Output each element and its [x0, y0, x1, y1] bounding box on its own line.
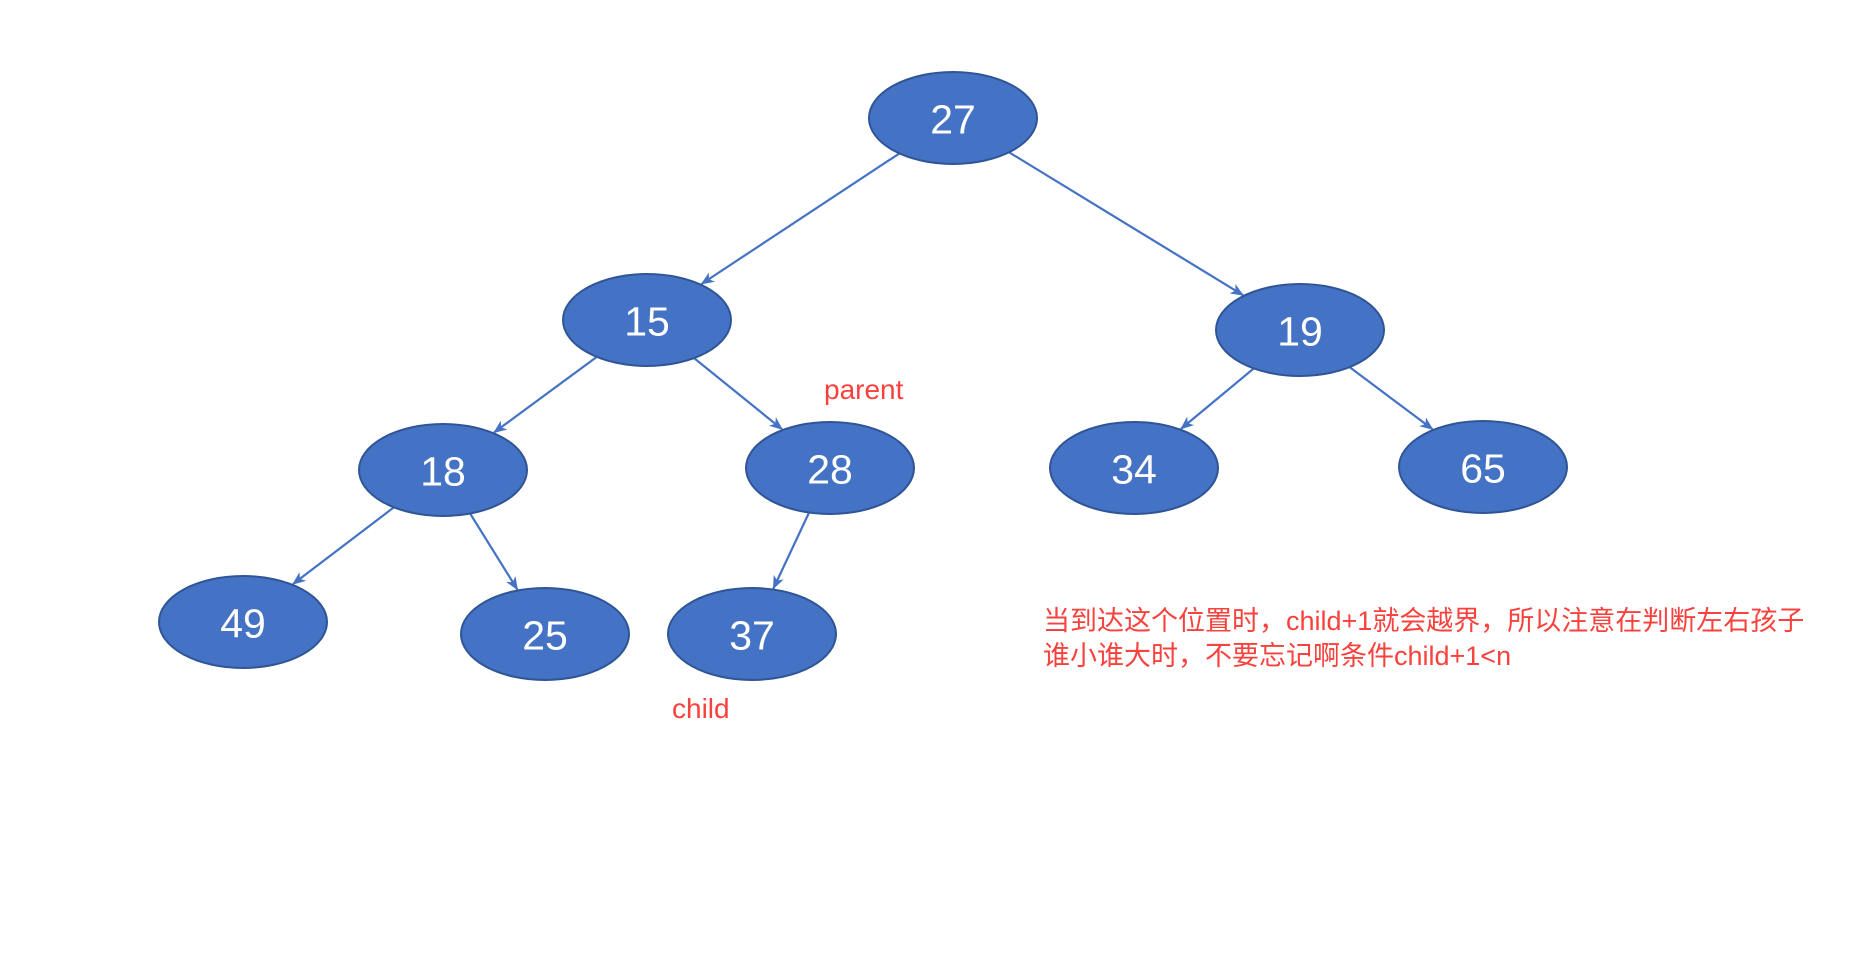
edge-27-19 [1008, 151, 1244, 297]
node-ellipse-49 [158, 575, 328, 669]
tree-node-65: 65 [1398, 420, 1568, 514]
node-value-27: 27 [930, 97, 976, 143]
node-ellipse-34 [1049, 421, 1219, 515]
child-label: child [672, 693, 730, 724]
node-value-18: 18 [420, 449, 466, 495]
node-ellipse-19 [1215, 283, 1385, 377]
edge-19-65 [1348, 366, 1434, 431]
edge-18-25 [469, 512, 519, 591]
parent-label: parent [824, 374, 904, 405]
node-ellipse-15 [562, 273, 732, 367]
tree-node-25: 25 [460, 587, 630, 681]
tree-node-37: 37 [667, 587, 837, 681]
edge-27-15 [700, 152, 901, 285]
edge-18-49 [292, 506, 395, 585]
node-value-49: 49 [220, 601, 266, 647]
annotation-line-1: 当到达这个位置时，child+1就会越界，所以注意在判断左右孩子 [1043, 606, 1805, 636]
node-ellipse-25 [460, 587, 630, 681]
annotation-line-2: 谁小谁大时，不要忘记啊条件child+1<n [1043, 641, 1512, 671]
node-value-65: 65 [1460, 446, 1506, 492]
tree-node-18: 18 [358, 423, 528, 517]
tree-node-15: 15 [562, 273, 732, 367]
tree-node-34: 34 [1049, 421, 1219, 515]
edge-15-18 [493, 356, 598, 434]
node-ellipse-28 [745, 421, 915, 515]
tree-node-28: 28 [745, 421, 915, 515]
node-value-28: 28 [807, 447, 853, 493]
node-ellipse-37 [667, 587, 837, 681]
node-ellipse-65 [1398, 420, 1568, 514]
edge-15-28 [693, 357, 783, 431]
node-ellipse-18 [358, 423, 528, 517]
tree-node-49: 49 [158, 575, 328, 669]
node-value-34: 34 [1111, 447, 1157, 493]
node-ellipse-27 [868, 71, 1038, 165]
tree-node-19: 19 [1215, 283, 1385, 377]
edge-28-37 [772, 512, 811, 590]
edge-19-34 [1180, 367, 1255, 430]
node-value-37: 37 [729, 613, 775, 659]
tree-node-27: 27 [868, 71, 1038, 165]
node-value-19: 19 [1277, 309, 1323, 355]
annotation-text: 当到达这个位置时，child+1就会越界，所以注意在判断左右孩子 谁小谁大时，不… [1043, 604, 1804, 674]
node-value-15: 15 [624, 299, 670, 345]
node-value-25: 25 [522, 613, 568, 659]
